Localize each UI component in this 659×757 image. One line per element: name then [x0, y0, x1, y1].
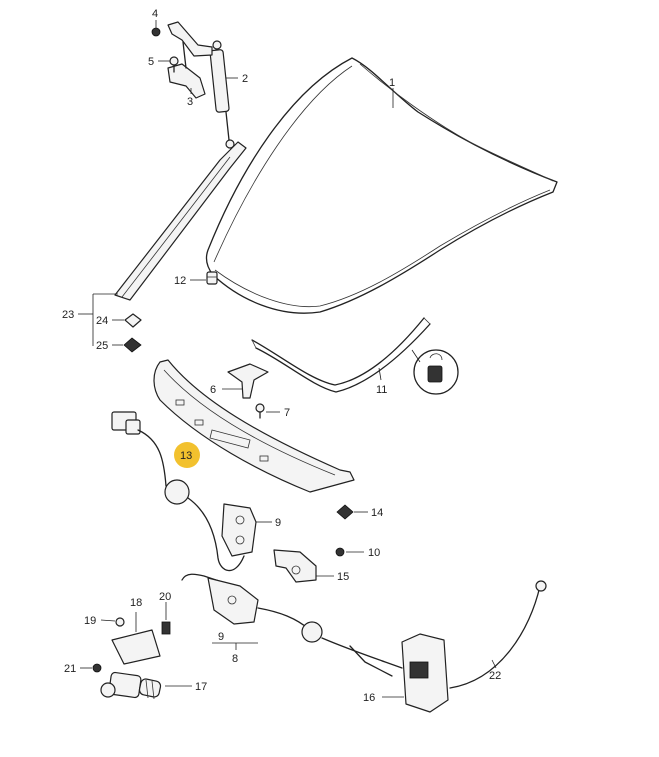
leader-19	[100, 619, 116, 622]
hood-lock-upper	[221, 503, 257, 557]
buffer-12	[206, 271, 218, 285]
hood-lock-lower	[181, 573, 311, 631]
label-9a: 9	[275, 517, 281, 529]
label-13: 13	[180, 450, 192, 462]
actuator-17	[100, 671, 162, 700]
clip-24	[124, 313, 142, 328]
label-9b: 9	[218, 631, 224, 643]
label-18: 18	[130, 597, 142, 609]
label-1: 1	[389, 77, 395, 89]
label-22: 22	[489, 670, 501, 682]
label-3: 3	[187, 96, 193, 108]
label-21: 21	[64, 663, 76, 675]
label-14: 14	[371, 507, 383, 519]
clip-detail-icon	[413, 349, 459, 395]
label-17: 17	[195, 681, 207, 693]
label-15: 15	[337, 571, 349, 583]
screw-21	[92, 663, 102, 673]
bolt-10	[335, 547, 345, 557]
label-16: 16	[363, 692, 375, 704]
lock-carrier-panel	[153, 359, 355, 493]
clip-14	[336, 504, 354, 520]
release-cable	[301, 621, 403, 677]
label-23: 23	[62, 309, 74, 321]
bolt-7	[255, 403, 265, 419]
gas-strut	[209, 40, 235, 149]
label-24: 24	[96, 315, 108, 327]
bracket-15	[273, 549, 317, 583]
label-2: 2	[242, 73, 248, 85]
highlight-badge-13	[174, 442, 200, 468]
seal-strip	[114, 141, 247, 301]
screw-4	[151, 27, 161, 37]
label-11: 11	[376, 384, 387, 396]
screw-19	[115, 617, 125, 627]
label-10: 10	[368, 547, 380, 559]
clip-20	[161, 602, 171, 635]
label-25: 25	[96, 340, 108, 352]
leader-11	[378, 367, 382, 381]
label-4: 4	[152, 8, 158, 20]
hood-panel	[205, 57, 558, 314]
wiring-harness	[111, 411, 245, 572]
label-12: 12	[174, 275, 186, 287]
label-6: 6	[210, 384, 216, 396]
label-20: 20	[159, 591, 171, 603]
hinge-bracket	[167, 21, 213, 99]
mounting-bracket-18	[111, 612, 161, 665]
label-19: 19	[84, 615, 96, 627]
hood-seal	[251, 317, 431, 393]
label-7: 7	[284, 407, 290, 419]
leader-22	[491, 659, 497, 669]
release-handle	[401, 633, 449, 713]
bowden-cable	[449, 580, 547, 689]
bracket-6	[227, 363, 269, 399]
label-5: 5	[148, 56, 154, 68]
clip-25	[123, 337, 142, 353]
label-8: 8	[232, 653, 238, 665]
